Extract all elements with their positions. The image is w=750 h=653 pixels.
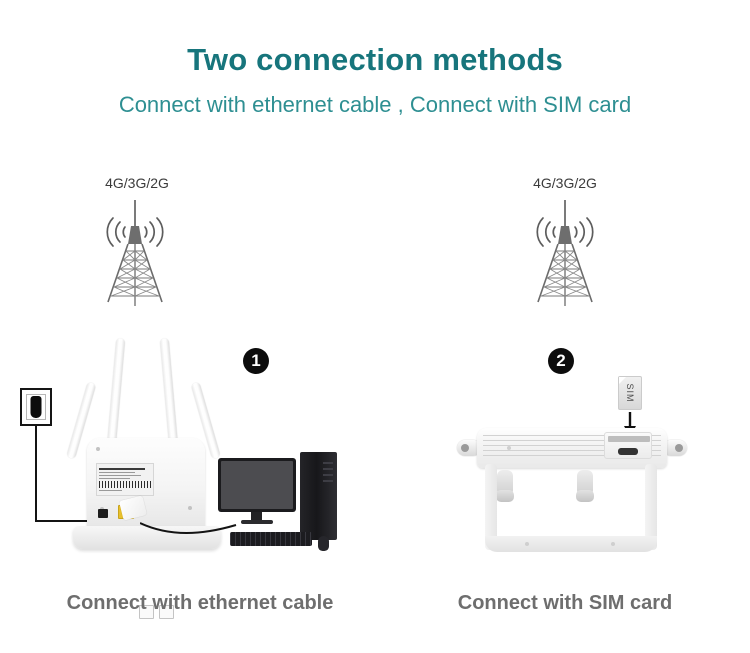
- outdoor-cpe-antenna: [455, 428, 690, 568]
- cpe-frame-arm-left: [485, 464, 497, 550]
- keyboard: [230, 532, 312, 546]
- step-badge-1: 1: [243, 348, 269, 374]
- cpe-sim-slot-plate: [604, 432, 652, 459]
- cpe-head: [477, 428, 667, 468]
- cpe-knob-left: [457, 440, 481, 456]
- cpe-usb-port: [618, 448, 638, 455]
- page-subtitle: Connect with ethernet cable , Connect wi…: [118, 92, 632, 117]
- router-body: [87, 438, 205, 619]
- callout-leader-vertical: [35, 426, 37, 522]
- sim-card: SIM: [618, 376, 642, 410]
- cpe-mount-left: [497, 470, 513, 496]
- cell-tower-icon: [106, 200, 164, 306]
- sim-card-notch: [619, 377, 626, 384]
- router-screw: [188, 506, 192, 510]
- method-panel-sim: 4G/3G/2G: [380, 150, 750, 620]
- network-label-left: 4G/3G/2G: [105, 175, 169, 191]
- router-base: [73, 526, 221, 549]
- monitor-stand-foot: [241, 520, 273, 524]
- monitor: [218, 458, 296, 512]
- desktop-computer: [218, 452, 342, 556]
- step-badge-2: 2: [548, 348, 574, 374]
- router-lan-port-white-1: [139, 605, 154, 619]
- router-lan-port-white-2: [159, 605, 174, 619]
- ethernet-cable-wire: [140, 522, 237, 534]
- cpe-frame-bottom: [485, 536, 657, 552]
- callout-leader-horizontal: [35, 520, 103, 522]
- monitor-stand-neck: [251, 512, 262, 521]
- wifi-router: [60, 338, 240, 619]
- router-power-port: [98, 509, 108, 518]
- page-title: Two connection methods: [187, 42, 563, 77]
- cpe-frame-arm-right: [645, 464, 657, 550]
- cpe-sim-slot: [608, 436, 650, 442]
- computer-tower: [300, 452, 337, 540]
- cell-tower-icon: [536, 200, 594, 306]
- caption-sim: Connect with SIM card: [457, 592, 673, 614]
- router-screw: [96, 447, 100, 451]
- cpe-mount-cap-left: [496, 490, 514, 502]
- sim-card-label: SIM: [625, 383, 635, 403]
- method-panel-ethernet: 4G/3G/2G: [0, 150, 380, 620]
- monitor-screen: [221, 461, 293, 509]
- mouse: [318, 536, 329, 551]
- sim-card-callout-box: [20, 388, 52, 426]
- router-product-label: [96, 463, 154, 496]
- caption-ethernet: Connect with ethernet cable: [66, 592, 334, 614]
- sim-card-callout-inner: [26, 394, 46, 420]
- sim-card-icon: [30, 396, 42, 418]
- cpe-mount-right: [577, 470, 593, 496]
- cpe-mount-cap-right: [576, 490, 594, 502]
- cpe-knob-right: [663, 440, 687, 456]
- network-label-right: 4G/3G/2G: [533, 175, 597, 191]
